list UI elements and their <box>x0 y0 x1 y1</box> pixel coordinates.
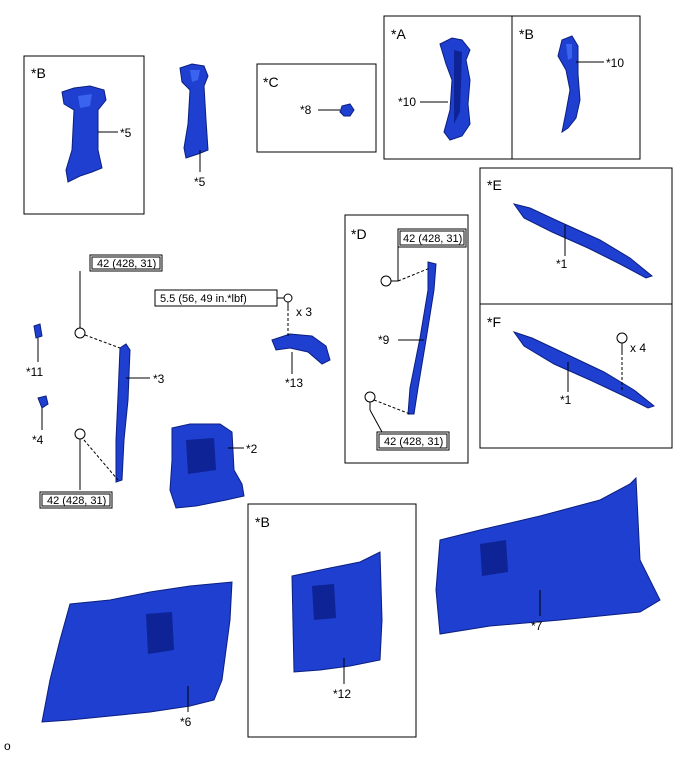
leader-torque-9-lower <box>369 409 383 433</box>
part-9-seat-belt <box>407 261 437 415</box>
bolt-icon-9-lower <box>364 391 376 410</box>
part-label-6: *6 <box>180 715 192 729</box>
view-label-f: *F <box>487 314 501 330</box>
view-label-b-right: *B <box>519 26 534 42</box>
part-5-pillar-garnish <box>179 63 209 159</box>
part-label-7: *7 <box>531 619 543 633</box>
view-b-frame-top-left <box>23 55 145 215</box>
assembly-line-3-lower <box>83 439 119 481</box>
torque-box-3-lower: 42 (428, 31) <box>39 491 113 509</box>
part-label-4: *4 <box>32 433 44 447</box>
part-3-pillar-trim <box>115 343 131 483</box>
screw-icon-1-view-f <box>616 332 628 352</box>
torque-box-9-lower: 42 (428, 31) <box>376 431 450 451</box>
torque-value-3-upper: 42 (428, 31) <box>97 258 156 270</box>
torque-value-13: 5.5 (56, 49 in.*lbf) <box>160 293 247 305</box>
part-label-10-view-b: *10 <box>606 56 624 70</box>
bolt-icon-3-lower <box>74 428 86 448</box>
torque-value-9-upper: 42 (428, 31) <box>403 233 462 245</box>
part-label-11: *11 <box>26 365 43 379</box>
view-label-b-top: *B <box>31 65 46 81</box>
part-8-clip <box>339 103 355 117</box>
part-label-1-view-e: *1 <box>556 257 568 271</box>
torque-box-13: 5.5 (56, 49 in.*lbf) <box>154 289 278 307</box>
assembly-line-9-lower <box>373 399 411 415</box>
view-label-e: *E <box>487 177 502 193</box>
part-label-5-framed: *5 <box>120 126 132 140</box>
view-d-frame <box>344 214 469 464</box>
part-7-quarter-trim-panel <box>435 476 661 635</box>
view-label-d: *D <box>351 226 367 242</box>
part-label-3: *3 <box>153 372 165 386</box>
part-1-roof-side-garnish-view-f <box>512 331 656 409</box>
part-6-quarter-trim-panel <box>41 581 233 723</box>
part-label-5: *5 <box>194 175 206 189</box>
assembly-line-9-upper <box>397 267 431 282</box>
part-12-trim-panel <box>291 551 383 673</box>
view-label-b-bottom: *B <box>255 514 270 530</box>
view-b-frame-bottom <box>247 503 417 738</box>
part-4-clip <box>37 395 49 409</box>
corner-mark: o <box>4 739 11 753</box>
torque-box-9-upper: 42 (428, 31) <box>397 228 467 248</box>
part-label-1-view-f: *1 <box>560 393 572 407</box>
part-label-13: *13 <box>285 376 303 390</box>
bolt-icon-9-upper <box>380 275 398 287</box>
screw-icon-13 <box>283 293 293 308</box>
quantity-label-x4: x 4 <box>630 341 646 355</box>
part-11-clip <box>33 323 43 339</box>
part-5-pillar-garnish-framed <box>61 85 107 183</box>
view-c-frame <box>256 63 377 153</box>
view-label-a: *A <box>391 26 406 42</box>
part-label-9: *9 <box>378 333 390 347</box>
torque-box-3-upper: 42 (428, 31) <box>89 254 163 272</box>
part-label-10-view-a: *10 <box>398 95 416 109</box>
bolt-icon-3-upper <box>74 327 86 339</box>
part-label-12: *12 <box>333 687 351 701</box>
part-10-garnish-view-b <box>557 35 581 134</box>
part-label-8: *8 <box>300 103 312 117</box>
torque-value-3-lower: 42 (428, 31) <box>47 495 106 507</box>
quantity-label-x3: x 3 <box>296 305 312 319</box>
view-label-c: *C <box>263 74 279 90</box>
view-e-f-frame <box>479 167 673 449</box>
part-label-2: *2 <box>246 442 258 456</box>
part-1-roof-side-garnish-view-e <box>512 203 654 279</box>
assembly-line-3-upper <box>84 334 121 349</box>
part-13-bracket <box>271 333 331 365</box>
part-10-garnish-view-a <box>439 37 471 141</box>
part-2-lower-garnish <box>169 423 245 509</box>
torque-value-9-lower: 42 (428, 31) <box>384 436 443 448</box>
